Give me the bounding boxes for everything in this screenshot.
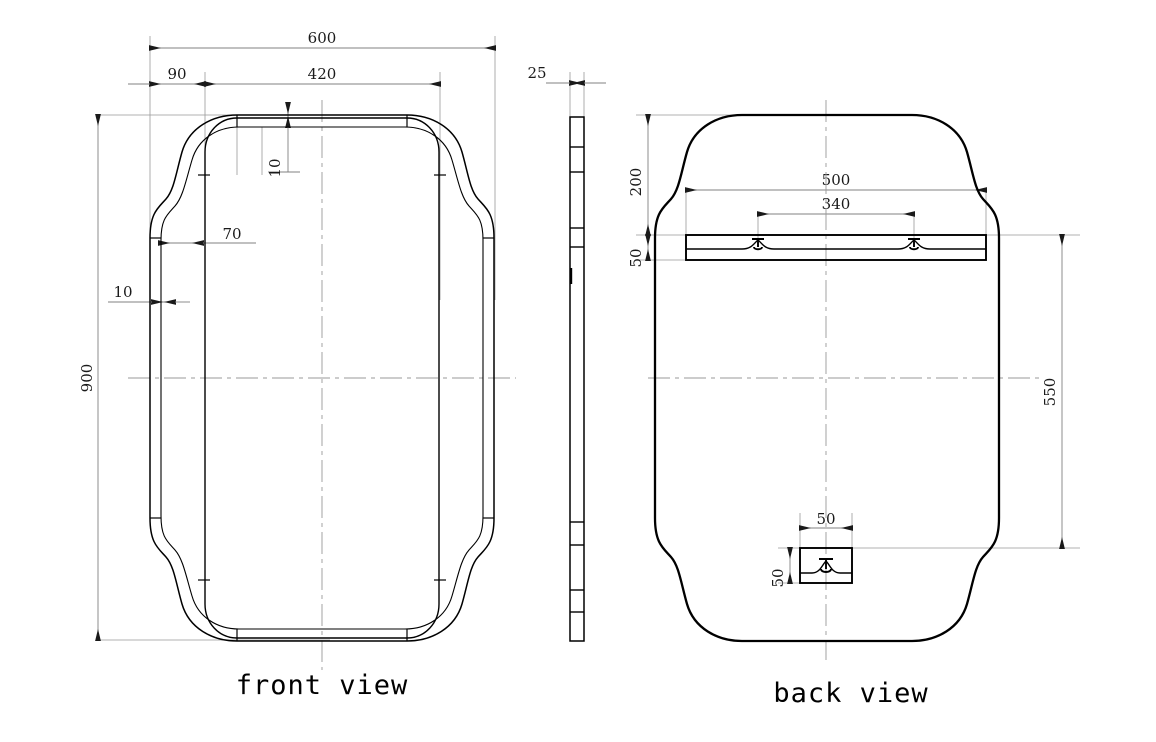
side-view-division-lines xyxy=(570,146,584,613)
dimension-50-hook-height: 50 xyxy=(769,547,793,588)
back-view-group: 200 50 500 340 550 50 50 xyxy=(627,100,1080,709)
dimension-200: 200 xyxy=(627,114,651,236)
lower-hook-body xyxy=(799,547,853,584)
dimension-600: 600 xyxy=(149,29,496,51)
dimension-340-text: 340 xyxy=(822,195,851,213)
dimension-420-text: 420 xyxy=(308,65,337,83)
dimension-50-bracket: 50 xyxy=(627,234,651,268)
lower-hook-keyhole-icon xyxy=(819,558,833,573)
dimension-900-text: 900 xyxy=(78,364,96,393)
back-top-bracket xyxy=(685,234,987,261)
back-lower-hook xyxy=(799,547,853,584)
side-view-group: 25 xyxy=(527,64,606,642)
back-view-label: back view xyxy=(773,678,928,709)
dimension-200-text: 200 xyxy=(627,168,645,197)
dimension-50-bracket-text: 50 xyxy=(627,248,645,267)
dimension-600-text: 600 xyxy=(308,29,337,47)
dimension-25-text: 25 xyxy=(527,64,546,82)
dimension-50-hook-width: 50 xyxy=(799,510,853,531)
bracket-body xyxy=(685,234,987,261)
side-extension-lines xyxy=(569,72,585,118)
dimension-90-text: 90 xyxy=(167,65,186,83)
bracket-inner-contour xyxy=(686,239,986,250)
dimension-50-hook-height-text: 50 xyxy=(769,568,787,587)
dimension-10-side: 10 xyxy=(108,283,190,305)
dimension-900: 900 xyxy=(78,114,101,641)
bracket-keyhole-left-icon xyxy=(752,238,764,251)
dimension-500: 500 xyxy=(685,171,987,193)
dimension-90: 90 xyxy=(128,65,206,87)
back-panel-outline xyxy=(653,113,1001,643)
dimension-550-text: 550 xyxy=(1041,378,1059,407)
dimension-10-top-text: 10 xyxy=(266,158,284,177)
side-view-body xyxy=(569,116,585,642)
dimension-10-side-text: 10 xyxy=(113,283,132,301)
front-view-label: front view xyxy=(236,670,409,701)
dimension-70-text: 70 xyxy=(222,225,241,243)
front-inner-frame-outline xyxy=(160,126,484,630)
dimension-340: 340 xyxy=(757,195,915,217)
dimension-70: 70 xyxy=(158,225,256,246)
dimension-550: 550 xyxy=(1041,234,1065,549)
dimension-500-text: 500 xyxy=(822,171,851,189)
dimension-50-hook-width-text: 50 xyxy=(816,510,835,528)
front-centerlines xyxy=(128,100,516,670)
dimension-420: 420 xyxy=(204,65,441,87)
front-profile-ticks xyxy=(150,115,494,641)
dimension-25: 25 xyxy=(527,64,606,86)
back-centerlines xyxy=(648,100,1040,660)
front-view-group: 600 90 420 10 70 xyxy=(78,29,516,701)
bracket-keyhole-right-icon xyxy=(908,238,920,251)
